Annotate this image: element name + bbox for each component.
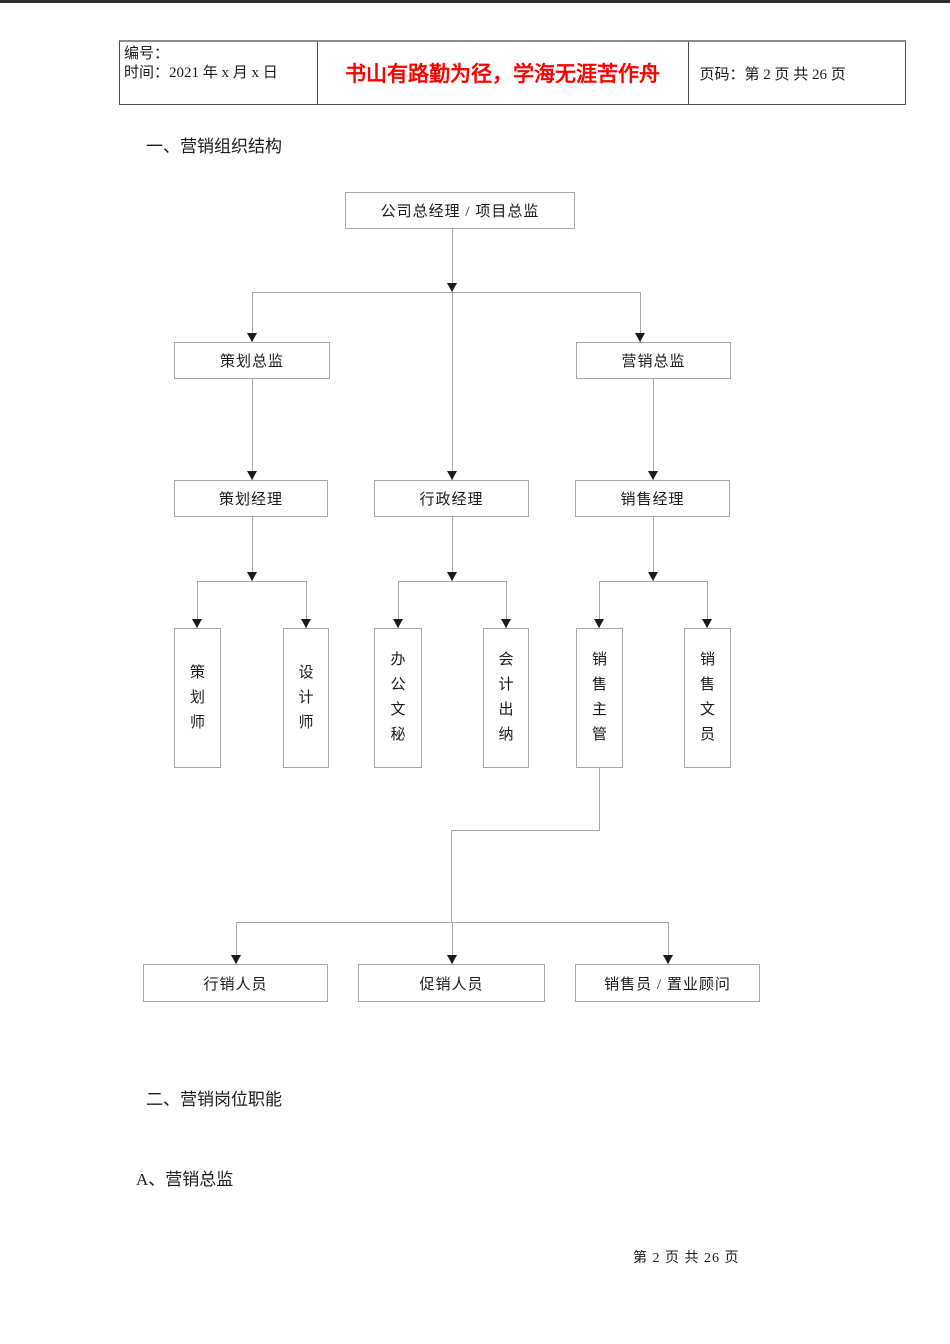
header-number-label: 编号： <box>124 46 170 62</box>
org-box-salesperson-consultant: 销售员 / 置业顾问 <box>575 964 760 1002</box>
connector-line <box>640 292 641 342</box>
connector-line <box>452 229 453 292</box>
org-box-sales-supervisor: 销售主管 <box>576 628 623 768</box>
org-box-sales-manager: 销售经理 <box>575 480 730 517</box>
section1-heading: 一、营销组织结构 <box>146 137 282 156</box>
org-box-admin-manager: 行政经理 <box>374 480 529 517</box>
connector-line <box>707 581 708 628</box>
arrow-down-icon <box>447 471 457 480</box>
subsection-heading: A、营销总监 <box>136 1170 234 1189</box>
org-box-general-manager: 公司总经理 / 项目总监 <box>345 192 575 229</box>
connector-line <box>653 517 654 581</box>
section2-heading: 二、营销岗位职能 <box>146 1090 282 1109</box>
arrow-down-icon <box>247 572 257 581</box>
arrow-down-icon <box>247 471 257 480</box>
connector-line <box>252 292 253 342</box>
org-box-planning-manager: 策划经理 <box>174 480 328 517</box>
arrow-down-icon <box>192 619 202 628</box>
connector-line <box>398 581 399 628</box>
connector-line <box>252 292 641 293</box>
arrow-down-icon <box>247 333 257 342</box>
connector-line <box>451 830 452 922</box>
arrow-down-icon <box>648 572 658 581</box>
org-box-label: 销售主管 <box>591 652 607 743</box>
connector-line <box>599 581 600 628</box>
arrow-down-icon <box>447 955 457 964</box>
arrow-down-icon <box>702 619 712 628</box>
arrow-down-icon <box>231 955 241 964</box>
org-box-label: 策划师 <box>189 664 205 731</box>
arrow-down-icon <box>447 283 457 292</box>
connector-line <box>306 581 307 628</box>
connector-line <box>236 922 237 964</box>
org-box-promotion-staff: 促销人员 <box>358 964 545 1002</box>
org-box-marketing-director: 营销总监 <box>576 342 731 379</box>
connector-line <box>452 517 453 581</box>
page-top-edge <box>0 0 950 3</box>
arrow-down-icon <box>501 619 511 628</box>
header-table: 编号： 时间：2021 年 x 月 x 日 书山有路勤为径，学海无涯苦作舟 页码… <box>119 40 906 105</box>
arrow-down-icon <box>301 619 311 628</box>
connector-line <box>452 922 453 964</box>
connector-line <box>197 581 307 582</box>
header-date-label: 时间：2021 年 x 月 x 日 <box>124 65 278 81</box>
org-box-accountant-cashier: 会计出纳 <box>483 628 529 768</box>
org-box-field-marketing-staff: 行销人员 <box>143 964 328 1002</box>
connector-line <box>653 379 654 480</box>
connector-line <box>668 922 669 964</box>
connector-line <box>506 581 507 628</box>
connector-line <box>398 581 507 582</box>
header-cell-number-date: 编号： 时间：2021 年 x 月 x 日 <box>120 42 317 104</box>
arrow-down-icon <box>447 572 457 581</box>
org-box-planner: 策划师 <box>174 628 221 768</box>
connector-line <box>599 581 708 582</box>
connector-line <box>252 517 253 581</box>
connector-line <box>452 292 453 480</box>
arrow-down-icon <box>594 619 604 628</box>
header-page-label: 页码：第 2 页 共 26 页 <box>699 66 846 83</box>
connector-line <box>252 379 253 480</box>
org-box-label: 会计出纳 <box>498 652 514 743</box>
org-box-label: 设计师 <box>298 664 314 731</box>
arrow-down-icon <box>648 471 658 480</box>
header-motto: 书山有路勤为径，学海无涯苦作舟 <box>316 42 689 104</box>
connector-line <box>451 830 600 831</box>
arrow-down-icon <box>635 333 645 342</box>
org-box-label: 销售文员 <box>699 652 715 743</box>
org-box-designer: 设计师 <box>283 628 329 768</box>
connector-line <box>197 581 198 628</box>
org-box-sales-clerk: 销售文员 <box>684 628 731 768</box>
org-box-planning-director: 策划总监 <box>174 342 330 379</box>
org-box-office-secretary: 办公文秘 <box>374 628 422 768</box>
arrow-down-icon <box>663 955 673 964</box>
connector-line <box>599 768 600 830</box>
footer-page-number: 第 2 页 共 26 页 <box>633 1251 740 1266</box>
arrow-down-icon <box>393 619 403 628</box>
org-box-label: 办公文秘 <box>390 652 406 743</box>
